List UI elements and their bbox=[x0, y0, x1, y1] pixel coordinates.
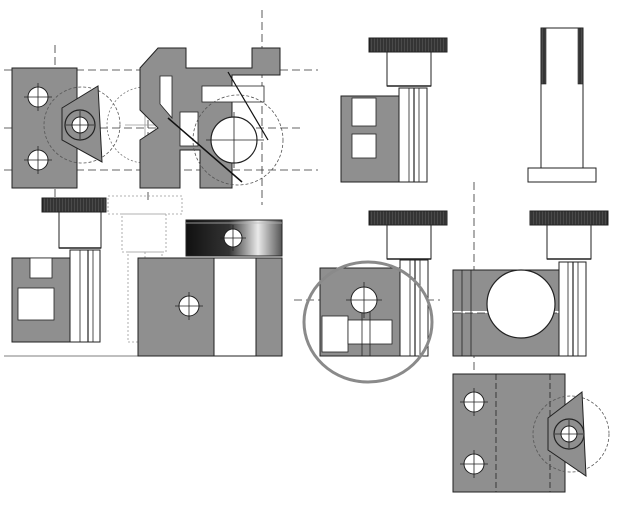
sleeve-section-view bbox=[527, 27, 597, 183]
detail-callout-circle bbox=[302, 260, 434, 384]
knob-cap bbox=[368, 37, 448, 53]
knob-neck bbox=[386, 51, 432, 87]
hidden-circle bbox=[43, 86, 121, 164]
knob-neck bbox=[386, 224, 432, 260]
clamp-front bbox=[137, 257, 283, 357]
knob-neck bbox=[546, 224, 592, 260]
clamp-block-top-view bbox=[452, 373, 610, 493]
clamp-body bbox=[139, 47, 281, 189]
knob-cap bbox=[41, 197, 107, 213]
assembly-front-view bbox=[4, 195, 283, 357]
sleeve-tube bbox=[540, 27, 584, 169]
screw-shaft bbox=[69, 249, 101, 343]
slot bbox=[201, 85, 265, 103]
main-bore bbox=[486, 269, 556, 339]
clamp-block-front-view bbox=[452, 210, 609, 357]
screw-shaft bbox=[399, 259, 429, 357]
knob-cap bbox=[529, 210, 609, 226]
screw-shaft bbox=[398, 87, 428, 183]
knob-neck bbox=[58, 211, 102, 249]
knob-cap bbox=[368, 210, 448, 226]
assembly-top-view bbox=[4, 10, 318, 205]
hidden-circle bbox=[532, 395, 610, 473]
knob-screw-side-view bbox=[340, 37, 448, 183]
clamp-block-side-view-detail bbox=[294, 210, 448, 357]
sleeve-flange bbox=[527, 167, 597, 183]
